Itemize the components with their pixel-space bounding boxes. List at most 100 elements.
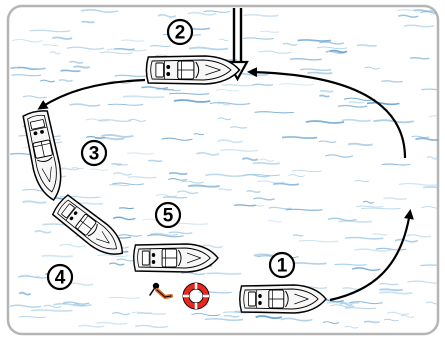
wave-stroke (181, 271, 206, 276)
wave-stroke (372, 233, 388, 236)
wave-stroke (155, 193, 178, 198)
wave-stroke (278, 83, 315, 86)
wave-stroke (189, 46, 229, 51)
wave-stroke (114, 47, 135, 51)
wave-stroke (188, 184, 220, 188)
wave-stroke (209, 101, 251, 106)
wave-stroke (273, 182, 300, 186)
wave-stroke (147, 234, 184, 238)
wave-stroke (345, 236, 384, 240)
wave-stroke (421, 206, 438, 209)
motorboat-icon (145, 55, 241, 85)
wave-stroke (373, 119, 414, 124)
wave-stroke (118, 234, 142, 237)
wave-stroke (81, 20, 95, 24)
wave-stroke (111, 311, 131, 316)
wave-stroke (406, 234, 432, 238)
wave-stroke (68, 60, 84, 64)
wave-stroke (206, 272, 242, 275)
step-label-5: 5 (163, 206, 174, 227)
wave-stroke (354, 180, 370, 183)
wave-stroke (364, 66, 381, 70)
wave-stroke (366, 101, 400, 106)
wave-stroke (18, 291, 32, 296)
wave-stroke (122, 95, 165, 99)
wave-stroke (148, 159, 163, 163)
wave-stroke (307, 71, 333, 75)
wave-stroke (403, 24, 435, 28)
wave-stroke (429, 13, 438, 17)
wave-stroke (347, 142, 373, 147)
wave-stroke (187, 11, 217, 16)
wave-stroke (43, 304, 62, 309)
wave-stroke (11, 74, 42, 77)
wave-stroke (341, 118, 372, 122)
wave-stroke (169, 92, 210, 95)
wave-stroke (361, 207, 401, 210)
wave-stroke (243, 37, 274, 40)
wave-stroke (162, 89, 182, 92)
motorboat-icon (238, 284, 327, 314)
wave-stroke (423, 186, 438, 190)
wave-stroke (348, 101, 364, 104)
wave-stroke (114, 74, 148, 78)
wave-stroke (221, 83, 254, 87)
wave-stroke (329, 49, 348, 54)
wave-stroke (126, 152, 154, 155)
wave-stroke (241, 157, 259, 162)
wave-stroke (53, 302, 92, 307)
wave-stroke (22, 95, 48, 99)
wave-stroke (31, 309, 73, 312)
step-marker-4: 4 (46, 263, 74, 291)
wave-stroke (334, 263, 367, 266)
wave-stroke (375, 247, 407, 251)
wave-stroke (243, 13, 279, 17)
wave-stroke (253, 197, 275, 201)
step-label-2: 2 (175, 23, 186, 44)
wave-stroke (343, 97, 376, 101)
wave-stroke (258, 50, 292, 54)
wave-stroke (383, 318, 399, 322)
wave-stroke (193, 133, 205, 136)
wave-stroke (230, 126, 248, 129)
wave-stroke (327, 217, 357, 222)
wave-stroke (234, 204, 257, 207)
wave-stroke (252, 162, 281, 165)
wave-stroke (381, 80, 403, 83)
wave-stroke (136, 312, 167, 315)
wave-stroke (201, 244, 223, 249)
wave-stroke (42, 44, 59, 47)
wave-stroke (420, 11, 438, 14)
wave-stroke (319, 94, 330, 98)
wave-stroke (268, 206, 292, 210)
step-marker-2: 2 (166, 18, 194, 46)
wave-stroke (41, 254, 73, 258)
wave-stroke (252, 83, 274, 86)
wave-stroke (94, 136, 125, 141)
wave-stroke (250, 204, 265, 207)
wave-stroke (203, 10, 230, 13)
wave-stroke (29, 29, 71, 33)
wave-stroke (90, 168, 108, 171)
step-label-1: 1 (277, 256, 288, 277)
wave-stroke (292, 234, 304, 237)
wave-stroke (246, 189, 261, 194)
wave-stroke (106, 48, 147, 52)
wave-stroke (280, 317, 313, 322)
wave-stroke (204, 317, 244, 322)
boat-position-5 (132, 243, 219, 273)
wave-stroke (319, 89, 334, 93)
wave-stroke (362, 200, 375, 204)
wave-stroke (9, 304, 42, 308)
wave-stroke (322, 321, 340, 324)
wave-stroke (425, 301, 438, 305)
wave-stroke (223, 314, 240, 318)
wave-stroke (98, 118, 132, 123)
wave-stroke (285, 208, 323, 211)
wave-stroke (176, 190, 199, 195)
wave-stroke (80, 8, 119, 14)
wave-stroke (217, 139, 244, 144)
wave-stroke (78, 324, 105, 328)
wave-stroke (109, 262, 125, 266)
